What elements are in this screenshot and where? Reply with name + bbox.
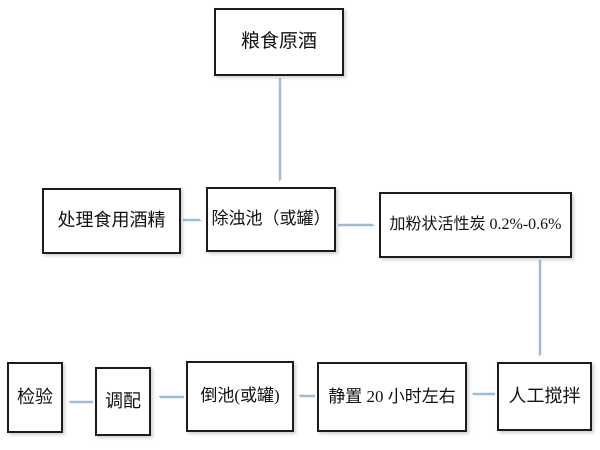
node-inspection: 检验 — [7, 362, 63, 433]
node-pour-pool-or-tank: 倒池(或罐) — [186, 361, 294, 432]
node-add-activated-carbon: 加粉状活性炭 0.2%-0.6% — [379, 192, 572, 258]
node-stand-20-hours: 静置 20 小时左右 — [317, 362, 467, 432]
node-grain-liquor: 粮食原酒 — [214, 8, 344, 76]
node-manual-stirring: 人工搅拌 — [497, 362, 592, 431]
node-blending: 调配 — [95, 367, 151, 436]
node-turbidity-removal-pool: 除浊池（或罐） — [206, 187, 336, 252]
node-process-edible-alcohol: 处理食用酒精 — [42, 188, 181, 254]
